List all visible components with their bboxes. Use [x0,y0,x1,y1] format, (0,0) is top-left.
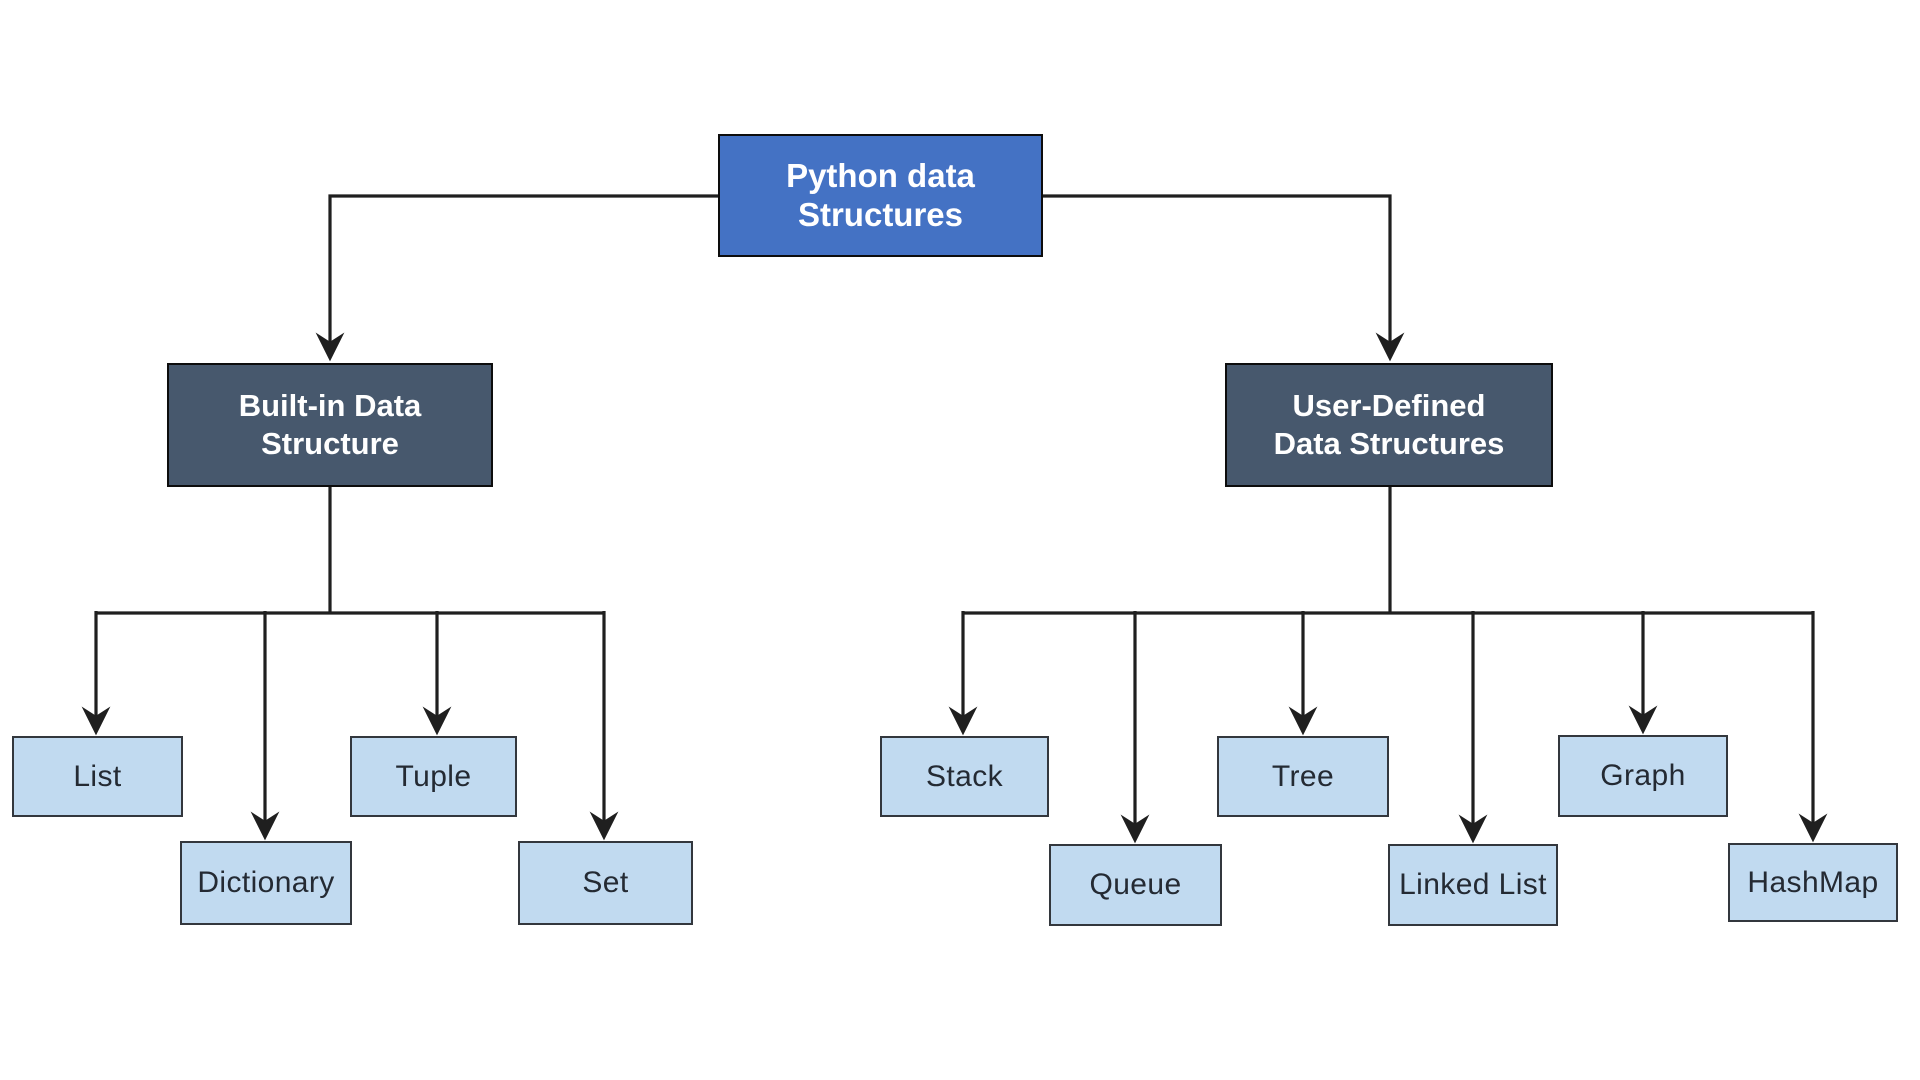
node-tuple: Tuple [350,736,517,817]
node-queue: Queue [1049,844,1222,926]
node-hashmap: HashMap [1728,843,1898,922]
node-user-defined-data-structures: User-Defined Data Structures [1225,363,1553,487]
node-linked-list: Linked List [1388,844,1558,926]
node-stack: Stack [880,736,1049,817]
node-built-in-data-structure: Built-in Data Structure [167,363,493,487]
edge-root-to-builtin [315,194,718,362]
node-python-data-structures: Python data Structures [718,134,1043,257]
node-graph: Graph [1558,735,1728,817]
edge-root-to-userdef [1043,194,1405,362]
node-dictionary: Dictionary [180,841,352,925]
node-list: List [12,736,183,817]
node-set: Set [518,841,693,925]
node-tree: Tree [1217,736,1389,817]
